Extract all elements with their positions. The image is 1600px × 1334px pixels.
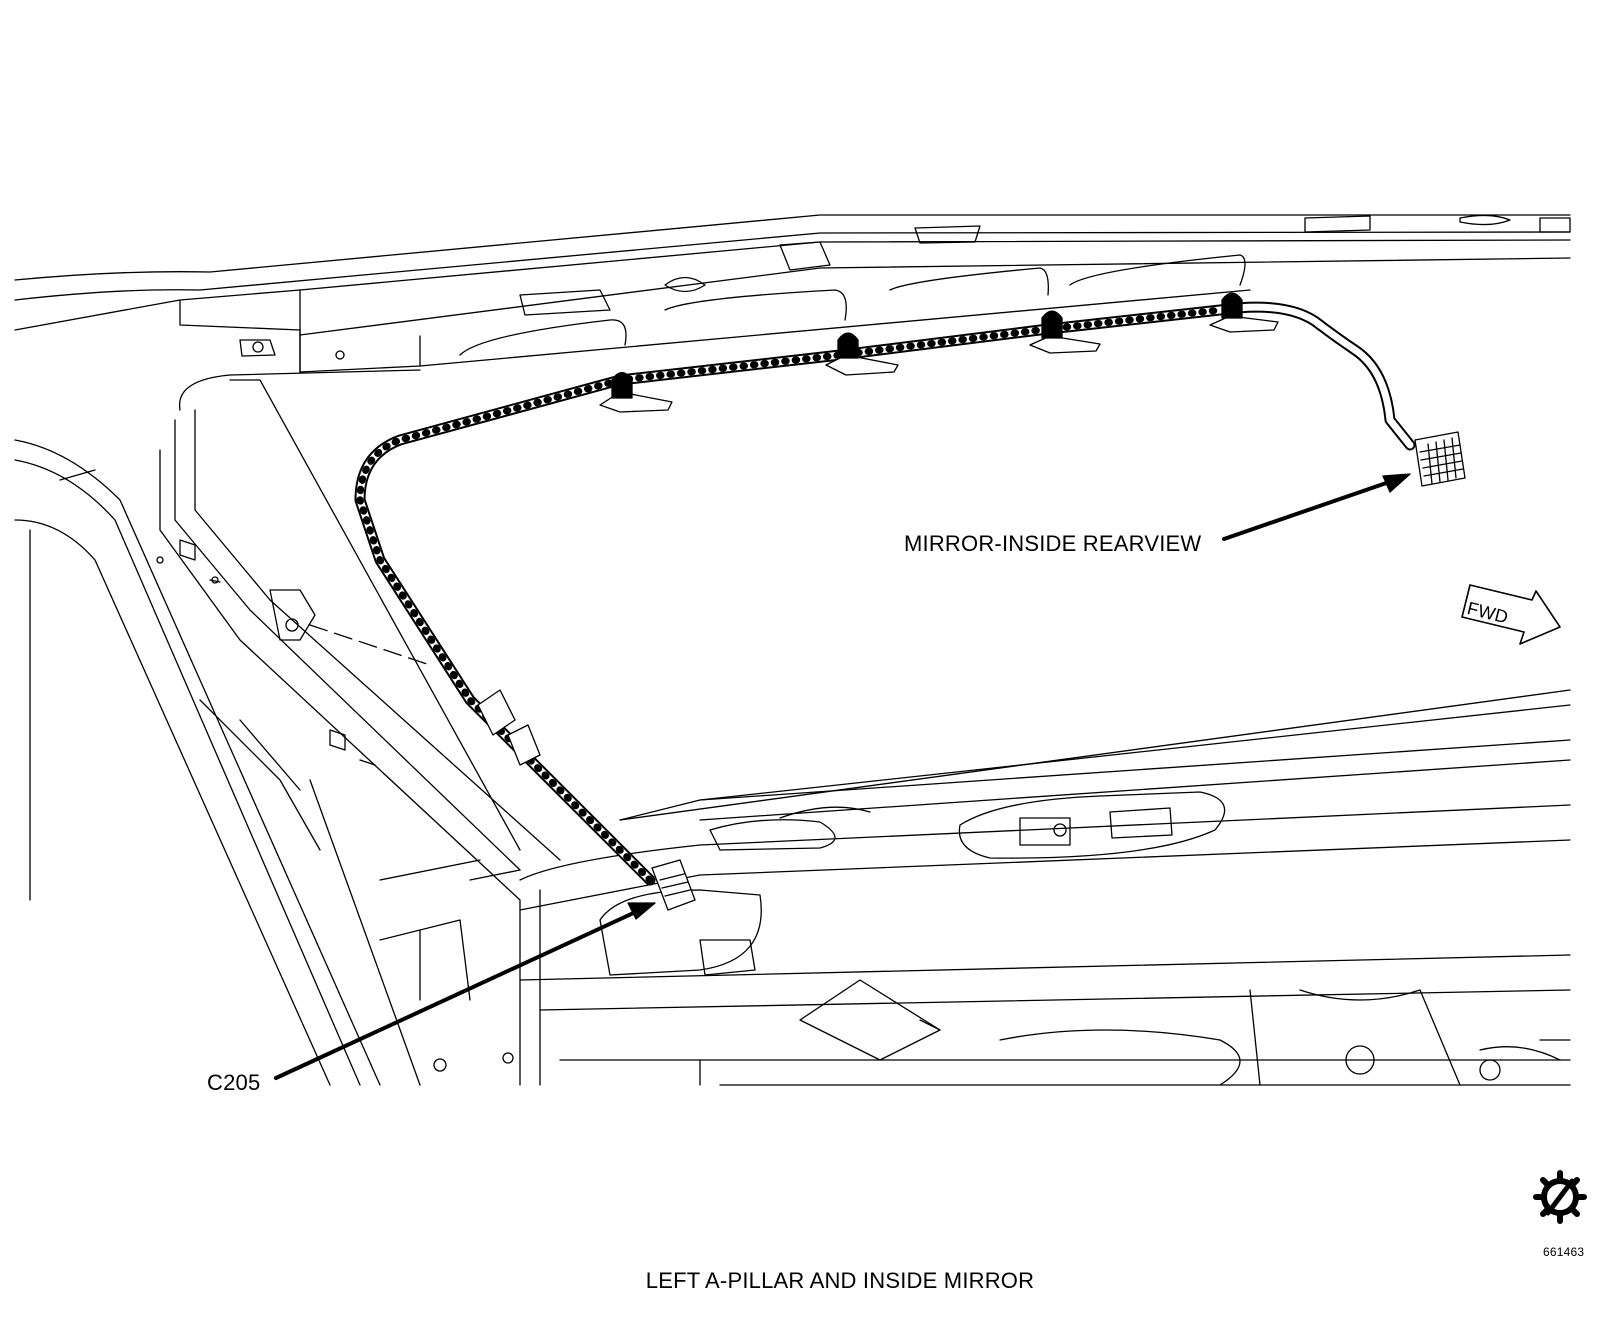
figure-number: 661463 [1543,1245,1585,1259]
gear-slash-icon [1533,1170,1587,1224]
c205-arrowhead [627,902,656,920]
connector-c205-label: C205 [207,1070,261,1095]
mirror-arrowhead [1382,473,1411,493]
roof-panel [14,214,1571,373]
forward-arrow-icon [1461,584,1561,645]
wiring-harness [354,301,1416,886]
figure-caption: LEFT A-PILLAR AND INSIDE MIRROR [645,1268,1035,1293]
harness-clips [599,292,1279,413]
instrument-panel [519,689,1571,1086]
a-pillar-structure [14,369,561,1086]
mirror-label: MIRROR-INSIDE REARVIEW [904,531,1202,556]
leader-arrows [274,478,1397,1080]
connectors [651,431,1466,911]
